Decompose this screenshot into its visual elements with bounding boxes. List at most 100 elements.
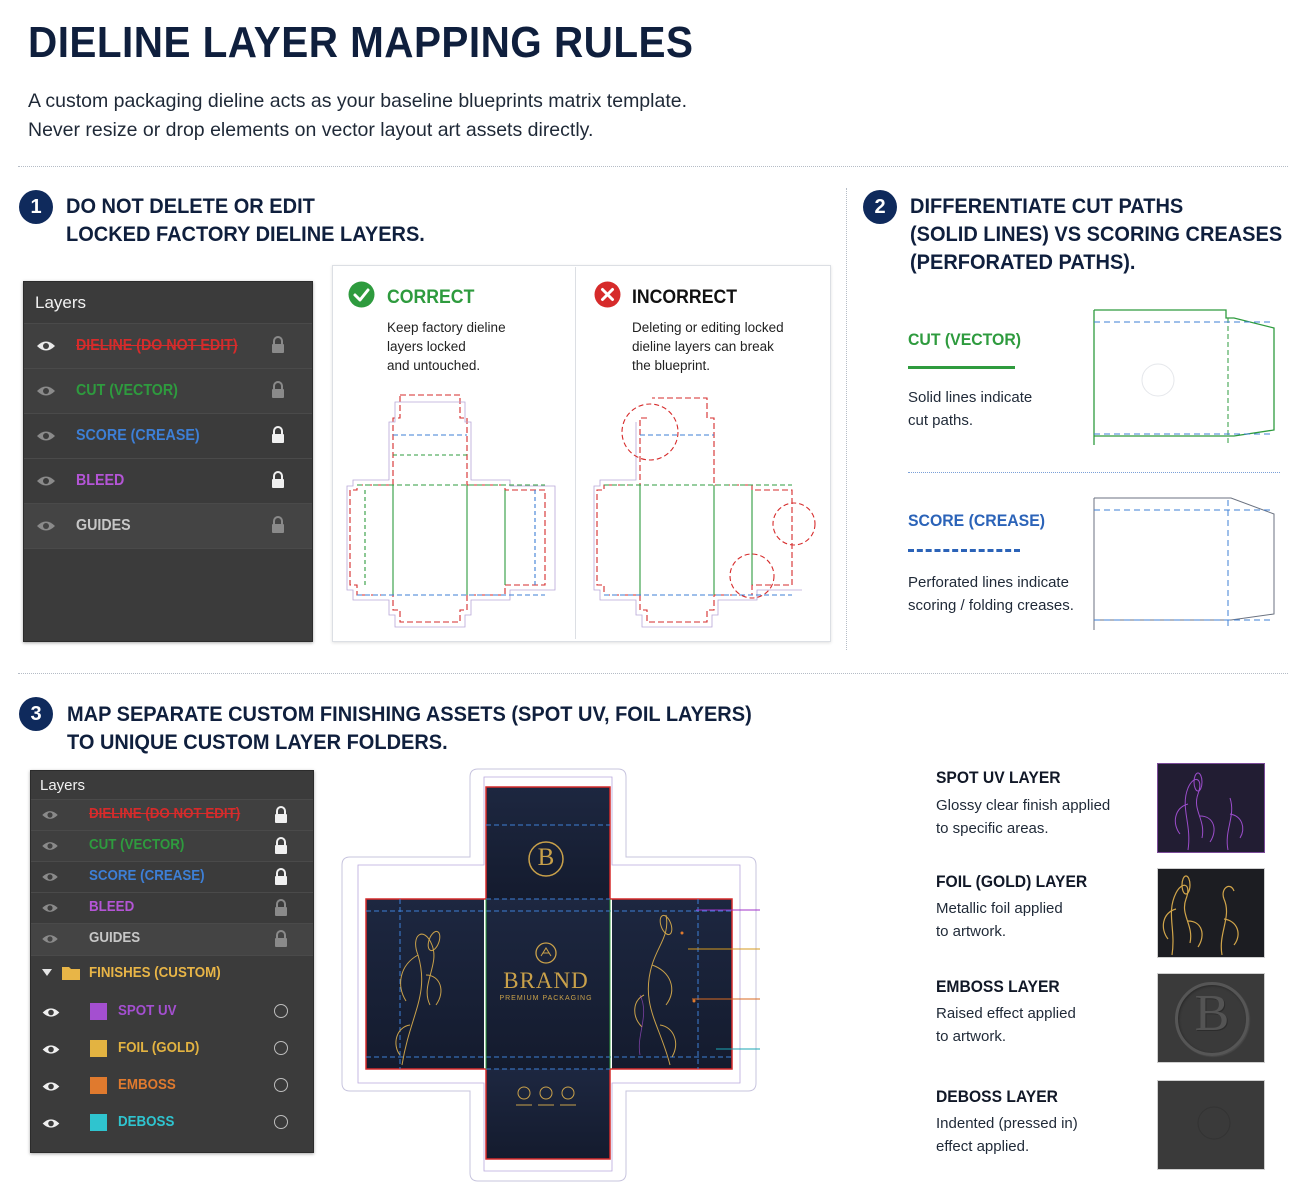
incorrect-desc-line: the blueprint.	[632, 358, 711, 373]
layer-label-foil: FOIL (GOLD)	[118, 1040, 200, 1056]
section-1-title-line-2: LOCKED FACTORY DIELINE LAYERS.	[66, 222, 425, 246]
section-1-title: DO NOT DELETE OR EDIT LOCKED FACTORY DIE…	[66, 192, 425, 248]
layer-row-guides[interactable]: GUIDES	[31, 923, 313, 956]
eye-icon[interactable]	[41, 1080, 61, 1093]
eye-icon[interactable]	[41, 933, 59, 945]
layer-row-dieline[interactable]: DIELINE (DO NOT EDIT)	[31, 799, 313, 831]
comparison-divider	[575, 267, 576, 639]
foil-description: Metallic foil applied to artwork.	[936, 898, 1063, 943]
layer-label-score: SCORE (CREASE)	[89, 868, 205, 884]
eye-icon[interactable]	[36, 474, 56, 488]
layer-label-dieline: DIELINE (DO NOT EDIT)	[89, 806, 241, 822]
foil-title: FOIL (GOLD) LAYER	[936, 872, 1088, 891]
deboss-title: DEBOSS LAYER	[936, 1087, 1058, 1106]
section-3-title-line-1: MAP SEPARATE CUSTOM FINISHING ASSETS (SP…	[67, 702, 752, 726]
layer-color-swatch	[90, 1114, 107, 1131]
layer-row-emboss[interactable]: EMBOSS	[31, 1067, 313, 1104]
foil-thumbnail	[1157, 868, 1265, 958]
layer-row-bleed[interactable]: BLEED	[31, 892, 313, 924]
cut-desc-line: Solid lines indicate	[908, 389, 1033, 406]
deboss-description: Indented (pressed in) effect applied.	[936, 1113, 1078, 1158]
cut-line-sample	[908, 366, 1015, 369]
eye-icon[interactable]	[41, 1043, 61, 1056]
eye-icon[interactable]	[36, 519, 56, 533]
eye-icon[interactable]	[36, 339, 56, 353]
correct-desc-line: layers locked	[387, 339, 466, 354]
lock-icon[interactable]	[271, 426, 285, 444]
emboss-title: EMBOSS LAYER	[936, 977, 1060, 996]
eye-icon[interactable]	[41, 1117, 61, 1130]
correct-desc-line: Keep factory dieline	[387, 320, 506, 335]
eye-icon[interactable]	[41, 902, 59, 914]
layer-row-score[interactable]: SCORE (CREASE)	[24, 413, 312, 458]
eye-icon[interactable]	[36, 429, 56, 443]
layer-target-radio[interactable]	[274, 1078, 288, 1092]
section-3-title-line-2: TO UNIQUE CUSTOM LAYER FOLDERS.	[67, 730, 448, 754]
layer-folder-finishes[interactable]: FINISHES (CUSTOM)	[31, 957, 313, 989]
lock-icon[interactable]	[271, 516, 285, 534]
lock-icon[interactable]	[271, 381, 285, 399]
score-line-sample	[908, 549, 1020, 552]
layer-row-cut[interactable]: CUT (VECTOR)	[24, 368, 312, 413]
eye-icon[interactable]	[36, 384, 56, 398]
layer-label-deboss: DEBOSS	[118, 1114, 175, 1130]
box-top-logo: B	[537, 844, 555, 871]
emboss-description: Raised effect applied to artwork.	[936, 1003, 1076, 1048]
box-tagline: PREMIUM PACKAGING	[499, 995, 593, 1002]
section-2-divider	[908, 472, 1280, 473]
eye-icon[interactable]	[41, 809, 59, 821]
score-title: SCORE (CREASE)	[908, 511, 1046, 530]
layers-panel-title: Layers	[35, 293, 87, 312]
layer-row-cut[interactable]: CUT (VECTOR)	[31, 830, 313, 862]
layers-panel-title: Layers	[40, 777, 86, 794]
correct-title: CORRECT	[387, 287, 475, 308]
eye-icon[interactable]	[41, 840, 59, 852]
spot-uv-description: Glossy clear finish applied to specific …	[936, 795, 1110, 840]
layer-row-bleed[interactable]: BLEED	[24, 458, 312, 503]
eye-icon[interactable]	[41, 871, 59, 883]
layers-panel-finishes: Layers DIELINE (DO NOT EDIT) CUT (VECTOR…	[30, 770, 314, 1153]
page-title: DIELINE LAYER MAPPING RULES	[28, 18, 694, 67]
layer-row-dieline[interactable]: DIELINE (DO NOT EDIT)	[24, 323, 312, 368]
chevron-down-icon[interactable]	[42, 969, 52, 977]
incorrect-description: Deleting or editing locked dieline layer…	[632, 318, 784, 375]
layer-color-swatch	[90, 1040, 107, 1057]
layers-panel: Layers DIELINE (DO NOT EDIT) CUT (VECTOR…	[23, 281, 313, 642]
section-1-title-line-1: DO NOT DELETE OR EDIT	[66, 194, 315, 218]
layer-color-swatch	[90, 1077, 107, 1094]
layer-row-score[interactable]: SCORE (CREASE)	[31, 861, 313, 893]
layer-row-deboss[interactable]: DEBOSS	[31, 1104, 313, 1141]
divider-vertical	[846, 188, 847, 650]
correct-desc-line: and untouched.	[387, 358, 481, 373]
lock-icon[interactable]	[274, 930, 288, 948]
lock-icon[interactable]	[274, 868, 288, 886]
deboss-desc-line: Indented (pressed in)	[936, 1115, 1078, 1132]
layer-target-radio[interactable]	[274, 1041, 288, 1055]
divider-top	[18, 166, 1288, 167]
deboss-desc-line: effect applied.	[936, 1137, 1030, 1155]
lock-icon[interactable]	[271, 336, 285, 354]
layer-row-guides[interactable]: GUIDES	[24, 503, 312, 549]
incorrect-dieline-diagram	[593, 397, 816, 628]
cut-desc-line: cut paths.	[908, 412, 974, 429]
error-icon	[594, 281, 621, 308]
lock-icon[interactable]	[271, 471, 285, 489]
layer-row-spot-uv[interactable]: SPOT UV	[31, 993, 313, 1030]
section-2-title-line-3: (PERFORATED PATHS).	[910, 250, 1136, 274]
layer-target-radio[interactable]	[274, 1115, 288, 1129]
correct-dieline-diagram	[346, 394, 556, 628]
eye-icon[interactable]	[41, 1006, 61, 1019]
intro-line-1: A custom packaging dieline acts as your …	[28, 90, 688, 112]
lock-icon[interactable]	[274, 806, 288, 824]
layer-folder-label: FINISHES (CUSTOM)	[89, 965, 221, 981]
comparison-card	[332, 265, 831, 642]
check-icon	[348, 281, 375, 308]
lock-icon[interactable]	[274, 837, 288, 855]
spot-uv-desc-line: to specific areas.	[936, 819, 1049, 837]
lock-icon[interactable]	[274, 899, 288, 917]
section-3-title: MAP SEPARATE CUSTOM FINISHING ASSETS (SP…	[67, 700, 752, 756]
section-3-number: 3	[19, 697, 53, 731]
layer-target-radio[interactable]	[274, 1004, 288, 1018]
layer-row-foil[interactable]: FOIL (GOLD)	[31, 1030, 313, 1067]
layer-label-cut: CUT (VECTOR)	[89, 837, 185, 853]
